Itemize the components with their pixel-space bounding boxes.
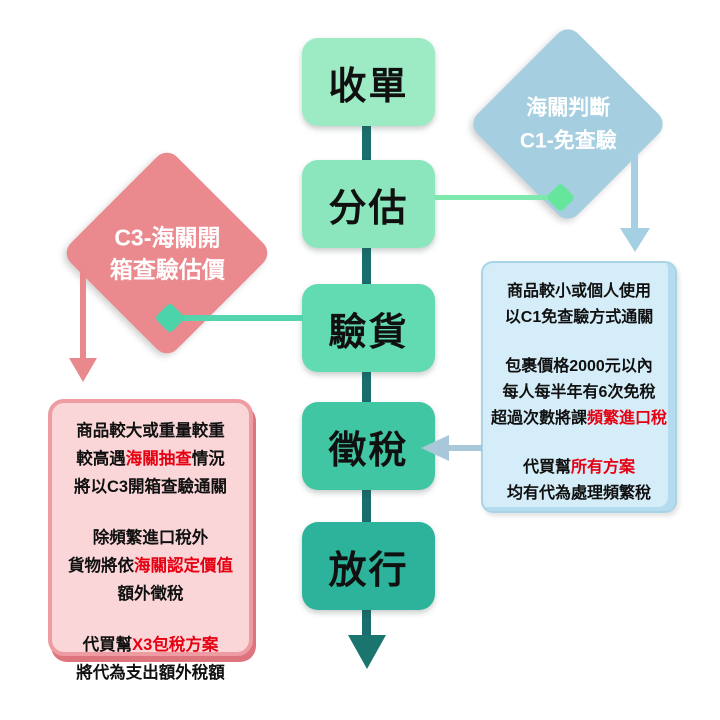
note-line: 商品較小或個人使用 xyxy=(483,279,675,305)
note-line: 商品較大或重量較重 xyxy=(52,417,249,445)
note-text: 商品較小或個人使用 xyxy=(506,283,651,300)
note-text: 除頻繁進口稅外 xyxy=(92,529,209,547)
note-text: 額外徵稅 xyxy=(117,585,184,603)
note-line: 每人每半年有6次免稅 xyxy=(483,380,675,406)
c3-note-box: 商品較大或重量較重較高遇海關抽查情況將以C3開箱查驗通關除頻繁進口稅外貨物將依海… xyxy=(48,399,253,682)
note-paragraph: 代買幫X3包稅方案將代為支出額外稅額 xyxy=(52,631,249,687)
c1-diamond-line1: 海關判斷 xyxy=(526,96,610,119)
note-paragraph: 除頻繁進口稅外貨物將依海關認定價值額外徵稅 xyxy=(52,524,249,608)
note-text: 代買幫 xyxy=(522,459,571,476)
note-line: 較高遇海關抽查情況 xyxy=(52,445,249,473)
c1-diamond-label: 海關判斷 C1-免查驗 xyxy=(520,91,617,157)
note-paragraph: 商品較大或重量較重較高遇海關抽查情況將以C3開箱查驗通關 xyxy=(52,417,249,501)
flow-step-receipt: 收單 xyxy=(302,38,435,126)
c1-diamond-line2: C1-免查驗 xyxy=(519,129,617,152)
note-text: 包裹價格2000元以內 xyxy=(505,358,653,375)
c1-note-box: 商品較小或個人使用以C1免查驗方式通關包裹價格2000元以內每人每半年有6次免稅… xyxy=(481,261,677,513)
note-paragraph: 包裹價格2000元以內每人每半年有6次免稅超過次數將課頻繁進口稅 xyxy=(483,354,675,432)
note-text: 較高遇 xyxy=(76,450,126,468)
note-line: 以C1免查驗方式通關 xyxy=(483,305,675,331)
tax-left-arrow-shaft xyxy=(448,445,482,451)
note-line: 將代為支出額外稅額 xyxy=(52,659,249,687)
note-line: 將以C3開箱查驗通關 xyxy=(52,473,249,501)
note-line: 額外徵稅 xyxy=(52,580,249,608)
flow-step-inspection-label: 驗貨 xyxy=(328,311,409,354)
note-text: 每人每半年有6次免稅 xyxy=(502,384,656,401)
note-text: 代買幫 xyxy=(82,636,133,654)
flow-step-classification-label: 分估 xyxy=(328,187,409,230)
note-text: 超過次數將課 xyxy=(490,410,587,427)
flow-step-taxation-label: 徵稅 xyxy=(328,429,409,472)
note-highlight-text: 頻繁進口稅 xyxy=(587,410,668,427)
note-text: 商品較大或重量較重 xyxy=(76,422,225,440)
note-line: 代買幫X3包稅方案 xyxy=(52,631,249,659)
note-text: 貨物將依 xyxy=(68,557,134,575)
flow-step-receipt-label: 收單 xyxy=(328,65,409,108)
flow-end-arrow-icon xyxy=(348,635,386,669)
note-text: 將代為支出額外稅額 xyxy=(76,664,225,682)
note-text: 均有代為處理頻繁稅 xyxy=(506,485,651,502)
note-highlight-text: X3包稅方案 xyxy=(132,636,219,654)
flow-step-classification: 分估 xyxy=(302,160,435,248)
flow-step-taxation: 徵稅 xyxy=(302,402,435,490)
c1-down-arrow-shaft xyxy=(631,150,638,230)
flow-step-release-label: 放行 xyxy=(328,549,409,592)
tax-left-arrow-icon xyxy=(421,435,449,461)
c3-diamond-line1: C3-海關開 xyxy=(113,224,221,250)
note-paragraph: 代買幫所有方案均有代為處理頻繁稅 xyxy=(483,455,675,507)
c3-connector-line xyxy=(172,315,303,321)
c1-down-arrow-icon xyxy=(620,228,650,252)
note-line: 包裹價格2000元以內 xyxy=(483,354,675,380)
note-line: 代買幫所有方案 xyxy=(483,455,675,481)
note-text: 將以C3開箱查驗通關 xyxy=(73,478,228,496)
flow-step-inspection: 驗貨 xyxy=(302,284,435,372)
c1-note-text: 商品較小或個人使用以C1免查驗方式通關包裹價格2000元以內每人每半年有6次免稅… xyxy=(483,279,675,507)
note-line: 除頻繁進口稅外 xyxy=(52,524,249,552)
note-paragraph: 商品較小或個人使用以C1免查驗方式通關 xyxy=(483,279,675,331)
note-text: 以C1免查驗方式通關 xyxy=(504,309,654,326)
c3-down-arrow-shaft xyxy=(80,266,86,360)
c3-diamond-line2: 箱查驗估價 xyxy=(109,256,225,282)
note-line: 超過次數將課頻繁進口稅 xyxy=(483,406,675,432)
note-highlight-text: 海關抽查 xyxy=(125,450,192,468)
note-line: 均有代為處理頻繁稅 xyxy=(483,481,675,507)
note-line: 貨物將依海關認定價值 xyxy=(52,552,249,580)
c1-connector-line xyxy=(435,195,561,200)
note-highlight-text: 所有方案 xyxy=(571,459,636,476)
note-text: 情況 xyxy=(191,450,225,468)
flow-step-release: 放行 xyxy=(302,522,435,610)
c3-down-arrow-icon xyxy=(69,358,97,382)
note-highlight-text: 海關認定價值 xyxy=(134,557,233,575)
c3-diamond-label: C3-海關開 箱查驗估價 xyxy=(110,221,225,285)
c3-note-text: 商品較大或重量較重較高遇海關抽查情況將以C3開箱查驗通關除頻繁進口稅外貨物將依海… xyxy=(52,417,249,687)
